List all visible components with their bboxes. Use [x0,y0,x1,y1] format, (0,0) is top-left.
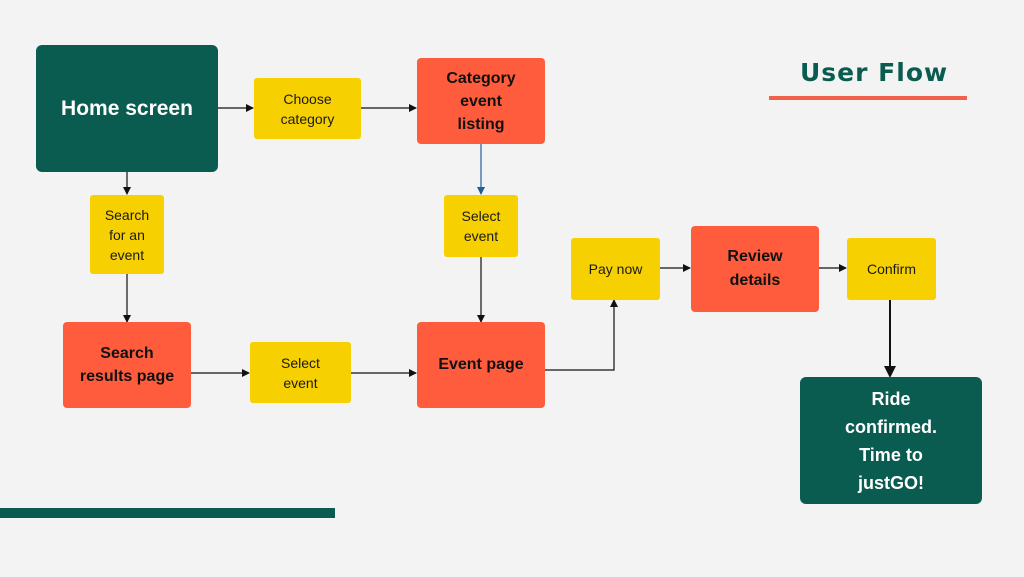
node-pay-now: Pay now [571,238,660,300]
node-pay-now-label: Pay now [588,261,643,277]
node-confirm-label: Confirm [866,261,916,277]
node-ride-confirmed: Ride confirmed. Time to justGO! [800,377,982,504]
node-search-results-page-label: Search results page [79,345,175,385]
node-select-event-top-label: Select event [461,208,501,244]
bottom-accent-bar [0,508,335,518]
node-choose-category-label: Choose category [280,90,335,127]
node-home-screen: Home screen [36,45,218,172]
node-select-event-bottom: Select event [250,342,351,403]
node-event-page-label: Event page [438,356,524,373]
node-review-details: Review details [691,226,819,312]
node-search-results-page: Search results page [63,322,191,408]
node-category-event-listing: Category event listing [417,58,545,144]
node-search-for-event-label: Search for an event [104,206,150,263]
node-event-page: Event page [417,322,545,408]
node-confirm: Confirm [847,238,936,300]
node-select-event-top: Select event [444,195,518,257]
node-select-event-bottom-label: Select event [281,354,320,391]
node-home-screen-label: Home screen [61,96,193,120]
node-ride-confirmed-label: Ride confirmed. Time to justGO! [844,388,937,493]
node-choose-category: Choose category [254,78,361,139]
node-search-for-event: Search for an event [90,195,164,274]
page-title: User Flow [800,58,949,87]
title-underline [769,96,967,100]
edge-event-page-to-pay-now [545,299,618,371]
node-category-event-listing-label: Category event listing [446,69,516,133]
node-review-details-label: Review details [727,248,783,289]
